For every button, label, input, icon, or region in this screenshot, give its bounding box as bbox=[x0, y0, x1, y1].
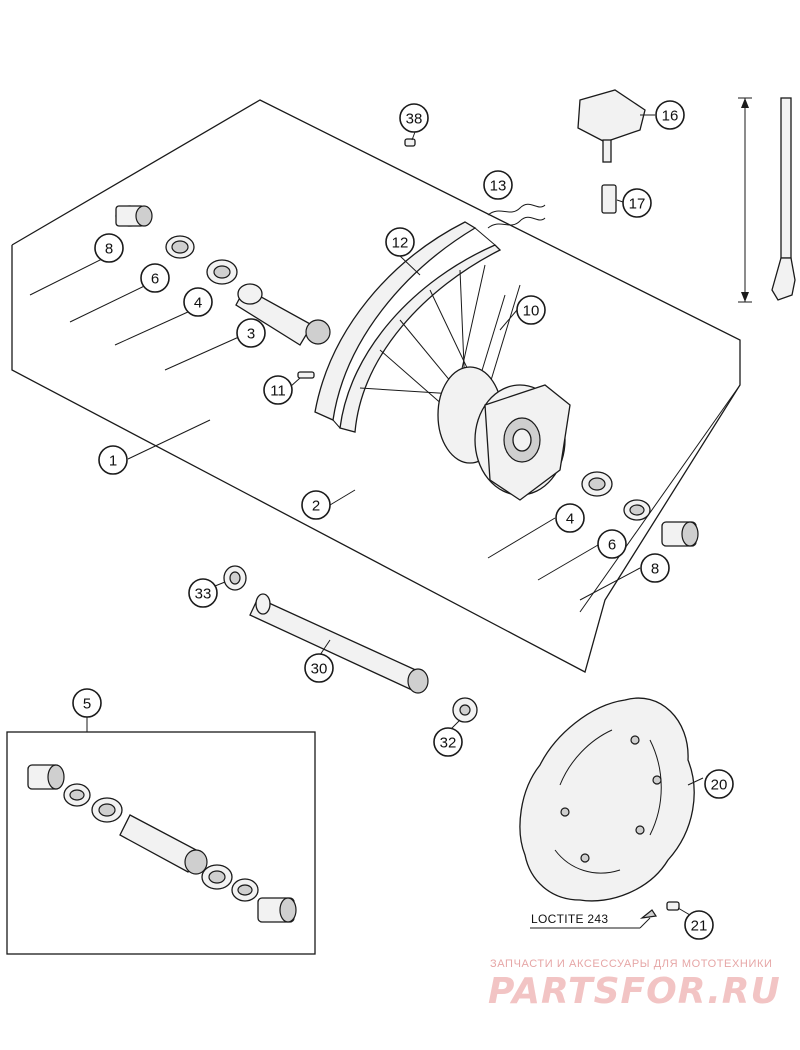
svg-text:13: 13 bbox=[490, 178, 507, 195]
svg-text:30: 30 bbox=[311, 661, 328, 678]
callout-4-top: 4 bbox=[183, 287, 213, 317]
axle-nut-33 bbox=[223, 565, 247, 591]
watermark-tagline: ЗАПЧАСТИ И АКСЕССУАРЫ ДЛЯ МОТОТЕХНИКИ bbox=[490, 958, 772, 970]
callout-8-right: 8 bbox=[640, 553, 670, 583]
watermark-brand: PARTSFOR.RU bbox=[488, 971, 781, 1012]
svg-text:3: 3 bbox=[247, 326, 255, 343]
svg-text:11: 11 bbox=[270, 383, 286, 400]
rim-tape-13 bbox=[487, 203, 546, 229]
callout-16: 16 bbox=[655, 100, 685, 130]
callout-33: 33 bbox=[188, 578, 218, 608]
kit-5-parts bbox=[27, 764, 297, 923]
callout-13: 13 bbox=[483, 170, 513, 200]
svg-text:32: 32 bbox=[440, 735, 457, 752]
svg-text:6: 6 bbox=[608, 537, 616, 554]
callout-17: 17 bbox=[622, 188, 652, 218]
svg-text:6: 6 bbox=[151, 271, 159, 288]
bearing-4-right bbox=[581, 471, 613, 497]
bearing-4-top bbox=[206, 259, 238, 285]
svg-text:5: 5 bbox=[83, 696, 91, 713]
kit-5-box bbox=[6, 731, 316, 955]
callout-1: 1 bbox=[98, 445, 128, 475]
svg-text:33: 33 bbox=[195, 586, 212, 603]
callout-11: 11 bbox=[263, 375, 293, 405]
spoke-nipple-11 bbox=[297, 371, 315, 379]
seal-6-top bbox=[165, 235, 195, 259]
callout-21: 21 bbox=[684, 910, 714, 940]
svg-text:4: 4 bbox=[194, 295, 202, 312]
callout-12: 12 bbox=[385, 227, 415, 257]
svg-text:4: 4 bbox=[566, 511, 574, 528]
svg-text:12: 12 bbox=[392, 235, 409, 252]
seal-6-right bbox=[623, 499, 651, 521]
callout-38: 38 bbox=[399, 103, 429, 133]
svg-text:10: 10 bbox=[523, 303, 540, 320]
rim bbox=[314, 221, 502, 433]
svg-text:1: 1 bbox=[109, 453, 117, 470]
callout-10: 10 bbox=[516, 295, 546, 325]
dimension-line bbox=[738, 97, 752, 303]
disc-bolt-21 bbox=[639, 901, 680, 919]
callout-5: 5 bbox=[72, 688, 102, 718]
callout-8-top: 8 bbox=[94, 233, 124, 263]
valve-nut-17 bbox=[601, 184, 617, 214]
callout-4-right: 4 bbox=[555, 503, 585, 533]
svg-text:17: 17 bbox=[629, 196, 646, 213]
svg-text:16: 16 bbox=[662, 108, 679, 125]
valve-cap-38 bbox=[404, 138, 416, 147]
axle-30 bbox=[249, 593, 429, 694]
svg-text:21: 21 bbox=[691, 918, 708, 935]
svg-text:8: 8 bbox=[105, 241, 113, 258]
callout-3: 3 bbox=[236, 318, 266, 348]
svg-text:38: 38 bbox=[406, 111, 423, 128]
callout-32: 32 bbox=[433, 727, 463, 757]
callout-30: 30 bbox=[304, 653, 334, 683]
collar-32 bbox=[452, 697, 478, 723]
callout-20: 20 bbox=[704, 769, 734, 799]
callout-6-top: 6 bbox=[140, 263, 170, 293]
callout-6-right: 6 bbox=[597, 529, 627, 559]
callout-2: 2 bbox=[301, 490, 331, 520]
brake-disc-20 bbox=[519, 697, 695, 902]
loctite-note: LOCTITE 243 bbox=[531, 912, 608, 926]
spacer-3 bbox=[235, 283, 331, 346]
spacer-8-right bbox=[661, 521, 699, 547]
valve-16 bbox=[577, 89, 646, 163]
assembly-outline bbox=[11, 99, 741, 673]
hub bbox=[437, 366, 571, 501]
svg-text:2: 2 bbox=[312, 498, 320, 515]
svg-text:8: 8 bbox=[651, 561, 659, 578]
spacer-8-top bbox=[115, 205, 153, 227]
svg-text:20: 20 bbox=[711, 777, 728, 794]
spoke-wrench bbox=[771, 97, 796, 301]
